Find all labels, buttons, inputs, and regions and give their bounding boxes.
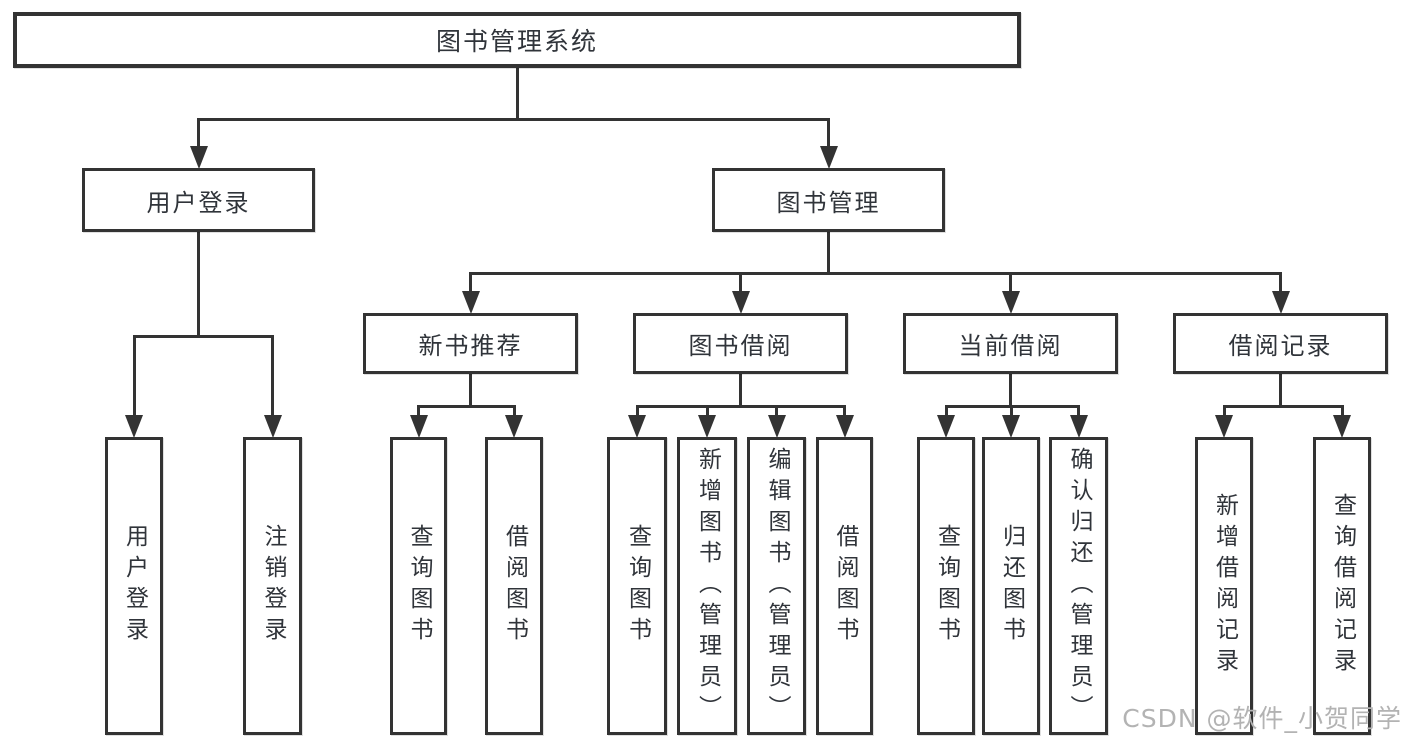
node-leaf-cb-query: 查询图书 (917, 437, 975, 735)
node-leaf-cb-confirm: 确认归还（管理员） (1049, 437, 1108, 735)
arrow-down-icon (937, 415, 955, 438)
connector-bus-new-book-rec (417, 405, 516, 408)
node-leaf-cb-return: 归还图书 (982, 437, 1040, 735)
connector-drop-leaf-rec-query (417, 405, 420, 418)
connector-stub-root (515, 68, 519, 121)
connector-bus-borrow-record (1222, 405, 1344, 408)
node-leaf-logout: 注销登录 (243, 437, 302, 735)
arrow-down-icon (1215, 415, 1233, 438)
node-leaf-bb-add: 新增图书（管理员） (677, 437, 737, 735)
node-leaf-bb-edit: 编辑图书（管理员） (747, 437, 806, 735)
connector-drop-leaf-br-add (1222, 405, 1226, 418)
node-user-login: 用户登录 (82, 168, 315, 232)
node-leaf-rec-borrow: 借阅图书 (485, 437, 543, 735)
node-root: 图书管理系统 (13, 12, 1021, 68)
connector-drop-leaf-bb-borrow (843, 405, 846, 418)
connector-bus-user-login (132, 335, 274, 338)
arrow-down-icon (819, 146, 838, 169)
connector-drop-new-book-rec (469, 272, 472, 294)
arrow-down-icon (1002, 415, 1020, 438)
arrow-down-icon (767, 415, 786, 438)
connector-drop-leaf-logout (271, 335, 274, 418)
arrow-down-icon (461, 291, 480, 314)
connector-stub-current-borrow (1009, 374, 1012, 408)
connector-stub-book-borrow (739, 374, 742, 408)
connector-stub-user-login (197, 232, 200, 338)
node-leaf-br-query: 查询借阅记录 (1313, 437, 1371, 735)
connector-drop-borrow-record (1279, 272, 1282, 294)
node-new-book-rec: 新书推荐 (363, 313, 578, 374)
connector-stub-book-mgmt (827, 232, 830, 275)
connector-drop-leaf-bb-query (635, 405, 639, 418)
connector-drop-leaf-br-query (1340, 405, 1344, 418)
arrow-down-icon (263, 415, 282, 438)
connector-drop-leaf-rec-borrow (512, 405, 516, 418)
arrow-down-icon (1333, 415, 1351, 438)
connector-drop-leaf-bb-add (705, 405, 709, 418)
connector-drop-book-borrow (739, 272, 742, 294)
connector-drop-leaf-cb-confirm (1077, 405, 1080, 418)
connector-drop-current-borrow (1009, 272, 1012, 294)
arrow-down-icon (409, 415, 428, 438)
arrow-down-icon (731, 291, 750, 314)
connector-bus-root (197, 118, 830, 121)
node-book-mgmt: 图书管理 (712, 168, 945, 232)
arrow-down-icon (1271, 291, 1290, 314)
node-leaf-br-add: 新增借阅记录 (1195, 437, 1253, 735)
connector-stub-borrow-record (1279, 374, 1282, 408)
arrow-down-icon (505, 415, 523, 438)
node-leaf-login: 用户登录 (105, 437, 163, 735)
arrow-down-icon (125, 415, 143, 438)
arrow-down-icon (628, 415, 646, 438)
connector-stub-new-book-rec (469, 374, 472, 408)
connector-bus-book-borrow (635, 405, 846, 408)
connector-drop-leaf-cb-return (1009, 405, 1013, 418)
arrow-down-icon (698, 415, 716, 438)
connector-drop-leaf-cb-query (944, 405, 948, 418)
node-leaf-bb-borrow: 借阅图书 (816, 437, 873, 735)
arrow-down-icon (835, 415, 854, 438)
node-borrow-record: 借阅记录 (1173, 313, 1388, 374)
connector-drop-leaf-login (132, 335, 136, 418)
arrow-down-icon (1069, 415, 1088, 438)
connector-drop-leaf-bb-edit (775, 405, 778, 418)
node-leaf-bb-query: 查询图书 (607, 437, 667, 735)
node-leaf-rec-query: 查询图书 (390, 437, 447, 735)
connector-bus-book-mgmt (469, 272, 1282, 275)
connector-drop-book-mgmt (827, 118, 830, 149)
csdn-watermark: CSDN @软件_小贺同学 (1122, 704, 1402, 733)
node-book-borrow: 图书借阅 (633, 313, 848, 374)
arrow-down-icon (1001, 291, 1020, 314)
arrow-down-icon (189, 146, 208, 169)
node-current-borrow: 当前借阅 (903, 313, 1118, 374)
connector-drop-user-login (197, 118, 200, 149)
